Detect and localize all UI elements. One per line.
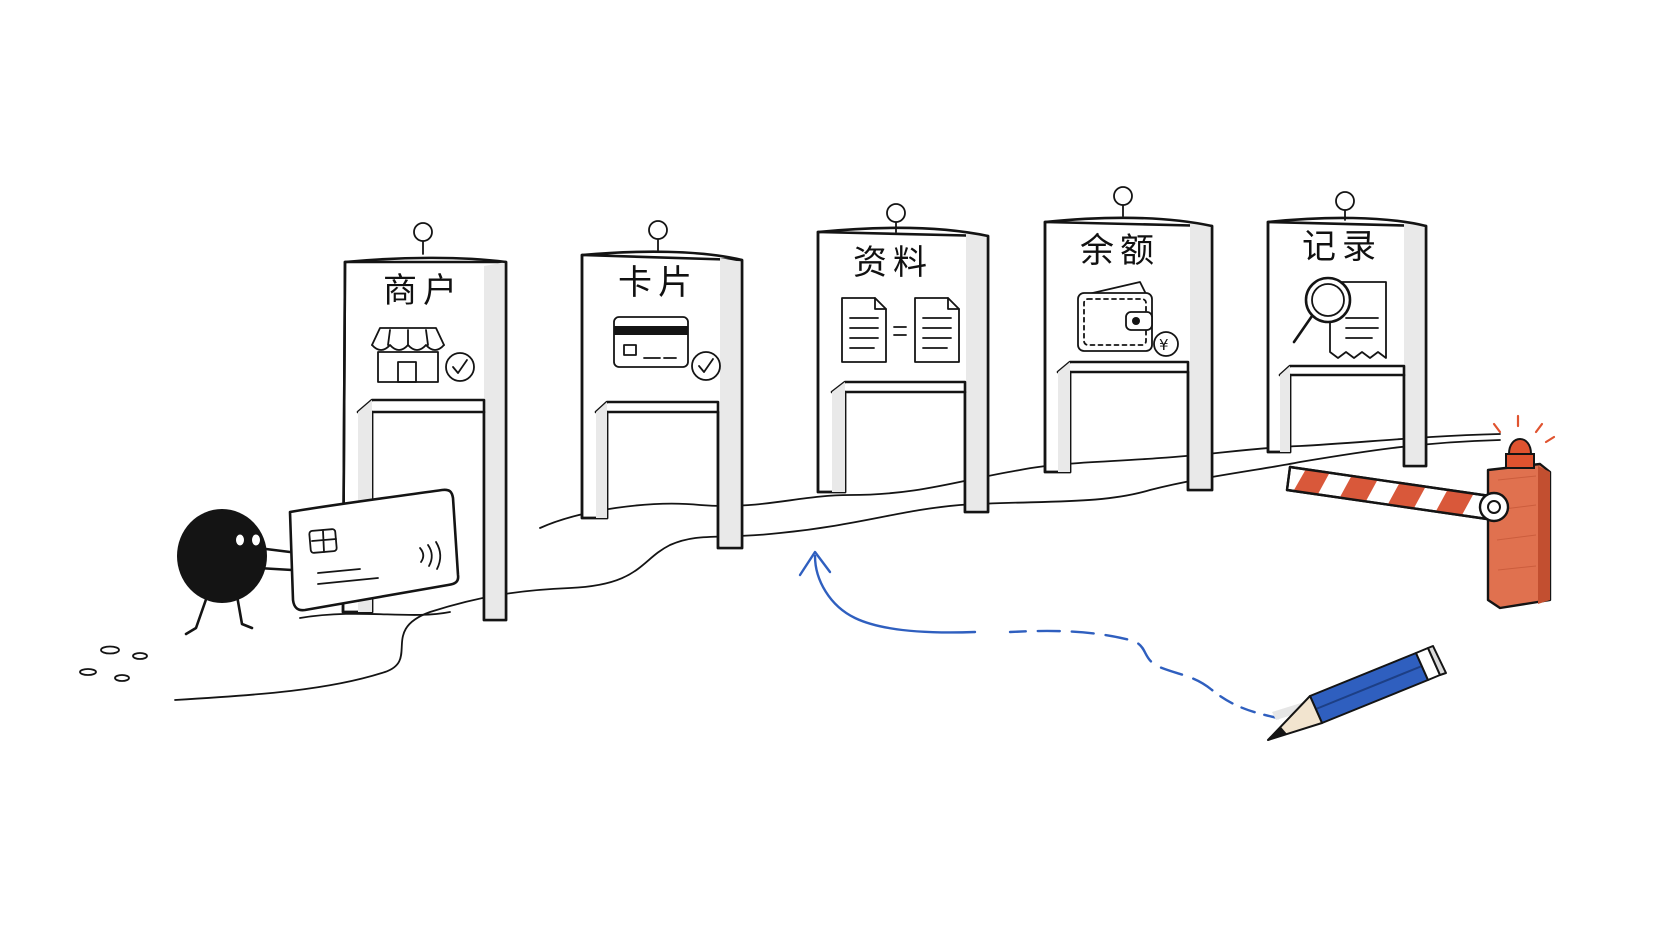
gate-documents: 资料 (816, 203, 990, 514)
pin-knob (1335, 191, 1355, 211)
footprint (100, 645, 120, 655)
pin-knob (413, 222, 433, 242)
footprint (114, 674, 130, 682)
drawn-path-arrow (798, 550, 1280, 720)
credit-card-icon (613, 316, 689, 368)
svg-text:¥: ¥ (1159, 336, 1169, 354)
gate-merchant: 商户 (341, 222, 508, 622)
pin-knob (886, 203, 906, 223)
pin-knob (648, 220, 668, 240)
footprint (79, 668, 97, 676)
wallet-icon (1077, 281, 1153, 352)
gate-label-records: 记录 (1302, 227, 1382, 267)
barrier-gate (1285, 414, 1556, 610)
character-body (177, 509, 267, 603)
gate-label-documents: 资料 (853, 243, 933, 283)
gate-label-merchant: 商户 (383, 271, 463, 311)
gate-label-balance: 余额 (1080, 231, 1160, 271)
footprint (132, 652, 148, 660)
check-icon (445, 352, 475, 382)
storefront-icon (371, 327, 445, 383)
documents-equal-icon (841, 297, 960, 363)
gate-balance: 余额 ¥ (1043, 186, 1214, 492)
pin-knob (1113, 186, 1133, 206)
coin-icon: ¥ (1153, 331, 1179, 357)
pencil-icon (1267, 645, 1447, 741)
gate-card: 卡片 (580, 220, 744, 550)
character-pushing-card (177, 488, 460, 636)
beacon-light-icon (1492, 414, 1556, 469)
gate-records: 记录 (1266, 191, 1428, 468)
magnifier-receipt-icon (1292, 276, 1387, 359)
gate-label-card: 卡片 (618, 263, 698, 303)
check-icon (691, 351, 721, 381)
credit-card-pushed (288, 488, 460, 612)
